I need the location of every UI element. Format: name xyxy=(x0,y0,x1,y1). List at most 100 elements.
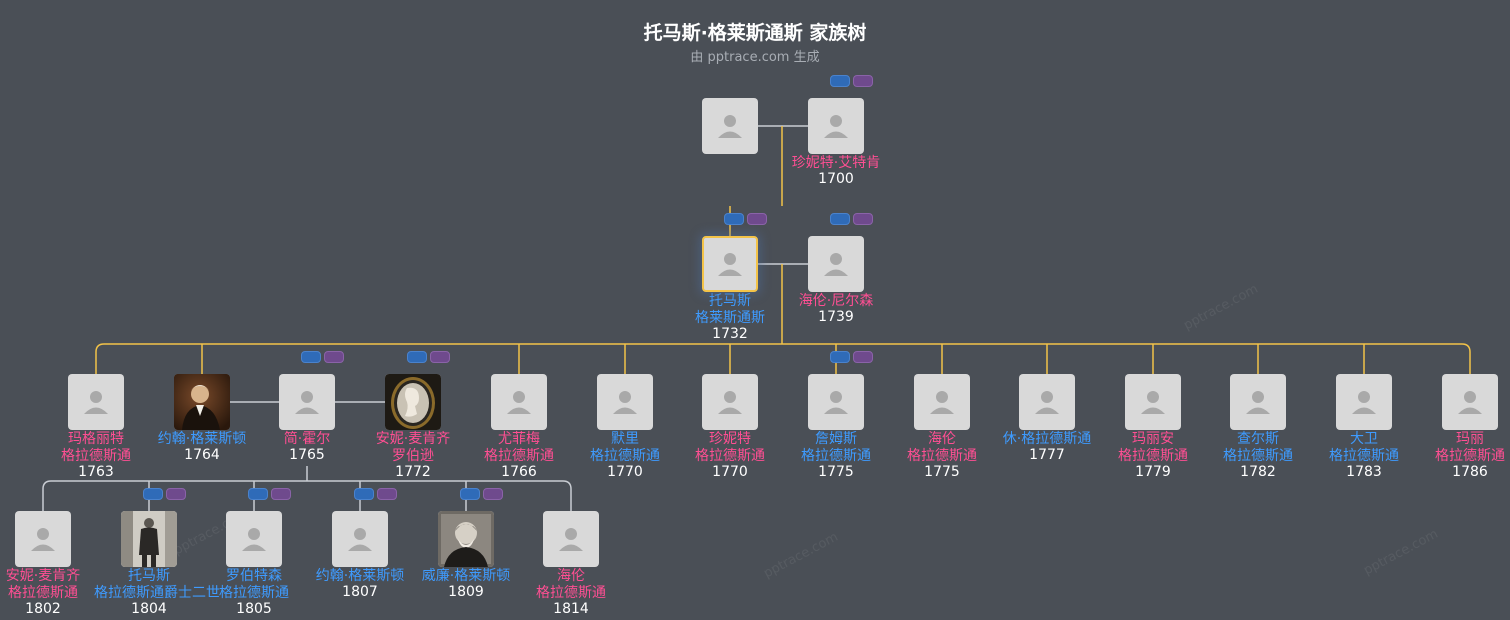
person-card[interactable] xyxy=(914,374,970,430)
expand-father-button[interactable] xyxy=(724,213,744,225)
person-name: 格拉德斯通 xyxy=(8,585,78,601)
expand-marker-c2_spouse1[interactable] xyxy=(301,351,347,364)
person-birth-year: 1732 xyxy=(712,326,748,342)
person-card[interactable] xyxy=(1019,374,1075,430)
expand-marker-gc3[interactable] xyxy=(248,488,294,501)
person-placeholder-icon xyxy=(718,391,742,414)
expand-mother-button[interactable] xyxy=(377,488,397,500)
expand-mother-button[interactable] xyxy=(853,213,873,225)
expand-father-button[interactable] xyxy=(143,488,163,500)
person-card[interactable] xyxy=(15,511,71,567)
person-name: 托马斯 xyxy=(128,568,170,584)
person-card[interactable] xyxy=(702,98,758,154)
person-card[interactable] xyxy=(174,374,230,430)
expand-marker-c6[interactable] xyxy=(830,351,876,364)
person-card[interactable] xyxy=(1230,374,1286,430)
expand-father-button[interactable] xyxy=(354,488,374,500)
expand-mother-button[interactable] xyxy=(853,75,873,87)
person-card[interactable] xyxy=(1442,374,1498,430)
person-card[interactable] xyxy=(702,236,758,292)
person-placeholder-icon xyxy=(718,253,742,276)
expand-mother-button[interactable] xyxy=(166,488,186,500)
expand-mother-button[interactable] xyxy=(324,351,344,363)
expand-mother-button[interactable] xyxy=(747,213,767,225)
expand-father-button[interactable] xyxy=(301,351,321,363)
person-card[interactable] xyxy=(385,374,441,430)
person-name: 罗伯特森 xyxy=(226,568,282,584)
person-birth-year: 1804 xyxy=(131,601,167,617)
person-name: 格拉德斯通 xyxy=(801,448,871,464)
person-card[interactable] xyxy=(597,374,653,430)
expand-father-button[interactable] xyxy=(248,488,268,500)
person-card[interactable] xyxy=(1125,374,1181,430)
person-card[interactable] xyxy=(702,374,758,430)
person-birth-year: 1765 xyxy=(289,447,325,463)
expand-marker-g1_mother[interactable] xyxy=(830,75,876,88)
person-card[interactable] xyxy=(543,511,599,567)
portrait-photo xyxy=(174,374,230,430)
expand-marker-gc4[interactable] xyxy=(354,488,400,501)
expand-mother-button[interactable] xyxy=(271,488,291,500)
expand-mother-button[interactable] xyxy=(430,351,450,363)
person-node-g1_father[interactable] xyxy=(675,98,785,154)
person-placeholder-icon xyxy=(31,528,55,551)
person-card[interactable] xyxy=(279,374,335,430)
person-card[interactable] xyxy=(332,511,388,567)
expand-father-button[interactable] xyxy=(830,213,850,225)
person-placeholder-icon xyxy=(242,528,266,551)
person-card[interactable] xyxy=(226,511,282,567)
person-card[interactable] xyxy=(121,511,177,567)
person-birth-year: 1814 xyxy=(553,601,589,617)
expand-father-button[interactable] xyxy=(460,488,480,500)
expand-marker-gc2[interactable] xyxy=(143,488,189,501)
person-card[interactable] xyxy=(68,374,124,430)
expand-father-button[interactable] xyxy=(407,351,427,363)
expand-mother-button[interactable] xyxy=(853,351,873,363)
expand-father-button[interactable] xyxy=(830,75,850,87)
person-birth-year: 1764 xyxy=(184,447,220,463)
person-card[interactable] xyxy=(1336,374,1392,430)
expand-marker-helen_nelson[interactable] xyxy=(830,213,876,226)
expand-mother-button[interactable] xyxy=(483,488,503,500)
person-card[interactable] xyxy=(808,236,864,292)
person-card[interactable] xyxy=(808,98,864,154)
person-birth-year: 1700 xyxy=(818,171,854,187)
expand-father-button[interactable] xyxy=(830,351,850,363)
person-card[interactable] xyxy=(491,374,547,430)
person-card[interactable] xyxy=(808,374,864,430)
person-name: 大卫 xyxy=(1350,431,1378,447)
person-name: 詹姆斯 xyxy=(815,431,857,447)
person-card[interactable] xyxy=(438,511,494,567)
expand-marker-thomas[interactable] xyxy=(724,213,770,226)
person-name: 格拉德斯通爵士二世 xyxy=(94,585,220,601)
person-birth-year: 1779 xyxy=(1135,464,1171,480)
expand-marker-gc5[interactable] xyxy=(460,488,506,501)
person-name: 格拉德斯通 xyxy=(907,448,977,464)
person-name: 休·格拉德斯通 xyxy=(1002,431,1092,447)
person-placeholder-icon xyxy=(824,253,848,276)
expand-marker-c2_spouse2[interactable] xyxy=(407,351,453,364)
